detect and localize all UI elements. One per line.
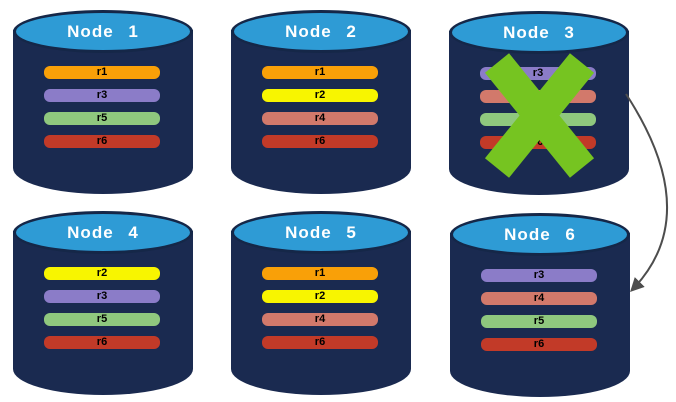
replica-bar-r2: r2 (44, 267, 160, 280)
replica-label: r4 (314, 313, 326, 325)
replica-bar-r4: r4 (481, 292, 597, 305)
replica-bar-r6: r6 (480, 136, 596, 149)
replica-label: r3 (96, 89, 108, 101)
replica-label: r1 (314, 66, 326, 78)
replica-label: r6 (314, 135, 326, 147)
replica-bar-r6: r6 (481, 338, 597, 351)
cylinder-lid: Node 2 (231, 10, 411, 53)
replica-label: r2 (96, 267, 108, 279)
replica-label: r2 (314, 290, 326, 302)
replica-label: r1 (96, 66, 108, 78)
replica-bar-r4: r4 (480, 90, 596, 103)
replica-bar-r1: r1 (44, 66, 160, 79)
replica-list: r1 r2 r4 r6 (262, 267, 378, 359)
replica-label: r4 (533, 292, 545, 304)
node-3: Node 3 r3 r4 r5 r6 (449, 11, 629, 195)
replica-bar-r6: r6 (262, 336, 378, 349)
replica-label: r6 (96, 135, 108, 147)
replica-label: r1 (314, 267, 326, 279)
replica-label: r5 (96, 313, 108, 325)
node-title: Node 2 (285, 21, 357, 41)
replica-list: r1 r3 r5 r6 (44, 66, 160, 158)
replica-label: r6 (96, 336, 108, 348)
replica-bar-r1: r1 (262, 66, 378, 79)
cylinder-lid: Node 5 (231, 211, 411, 254)
replica-label: r3 (533, 269, 545, 281)
node-1: Node 1 r1 r3 r5 r6 (13, 10, 193, 194)
replica-bar-r3: r3 (480, 67, 596, 80)
replica-bar-r5: r5 (44, 313, 160, 326)
replica-label: r3 (96, 290, 108, 302)
replica-label: r6 (532, 136, 544, 148)
replica-label: r4 (314, 112, 326, 124)
replica-bar-r3: r3 (44, 89, 160, 102)
node-title: Node 1 (67, 21, 139, 41)
node-title: Node 6 (504, 224, 576, 244)
cylinder-lid: Node 3 (449, 11, 629, 54)
replica-list: r1 r2 r4 r6 (262, 66, 378, 158)
replica-bar-r4: r4 (262, 313, 378, 326)
node-title: Node 4 (67, 222, 139, 242)
replica-bar-r6: r6 (44, 135, 160, 148)
replica-bar-r6: r6 (44, 336, 160, 349)
replica-bar-r5: r5 (480, 113, 596, 126)
node-6: Node 6 r3 r4 r5 r6 (450, 213, 630, 397)
replica-bar-r5: r5 (44, 112, 160, 125)
replica-label: r6 (314, 336, 326, 348)
replica-label: r3 (532, 67, 544, 79)
replica-label: r2 (314, 89, 326, 101)
cylinder-lid: Node 6 (450, 213, 630, 256)
replica-bar-r4: r4 (262, 112, 378, 125)
node-5: Node 5 r1 r2 r4 r6 (231, 211, 411, 395)
node-4: Node 4 r2 r3 r5 r6 (13, 211, 193, 395)
replica-label: r5 (533, 315, 545, 327)
replica-bar-r3: r3 (44, 290, 160, 303)
replica-list: r3 r4 r5 r6 (481, 269, 597, 361)
replica-label: r5 (96, 112, 108, 124)
replica-bar-r3: r3 (481, 269, 597, 282)
replica-bar-r5: r5 (481, 315, 597, 328)
failover-arrow (625, 93, 668, 293)
node-title: Node 3 (503, 22, 575, 42)
replica-label: r6 (533, 338, 545, 350)
replica-bar-r2: r2 (262, 89, 378, 102)
replica-list: r3 r4 r5 r6 (480, 67, 596, 159)
cylinder-lid: Node 1 (13, 10, 193, 53)
node-2: Node 2 r1 r2 r4 r6 (231, 10, 411, 194)
replica-bar-r1: r1 (262, 267, 378, 280)
replica-bar-r2: r2 (262, 290, 378, 303)
replica-bar-r6: r6 (262, 135, 378, 148)
replica-label: r4 (532, 90, 544, 102)
replica-label: r5 (532, 113, 544, 125)
cylinder-lid: Node 4 (13, 211, 193, 254)
replica-list: r2 r3 r5 r6 (44, 267, 160, 359)
node-title: Node 5 (285, 222, 357, 242)
